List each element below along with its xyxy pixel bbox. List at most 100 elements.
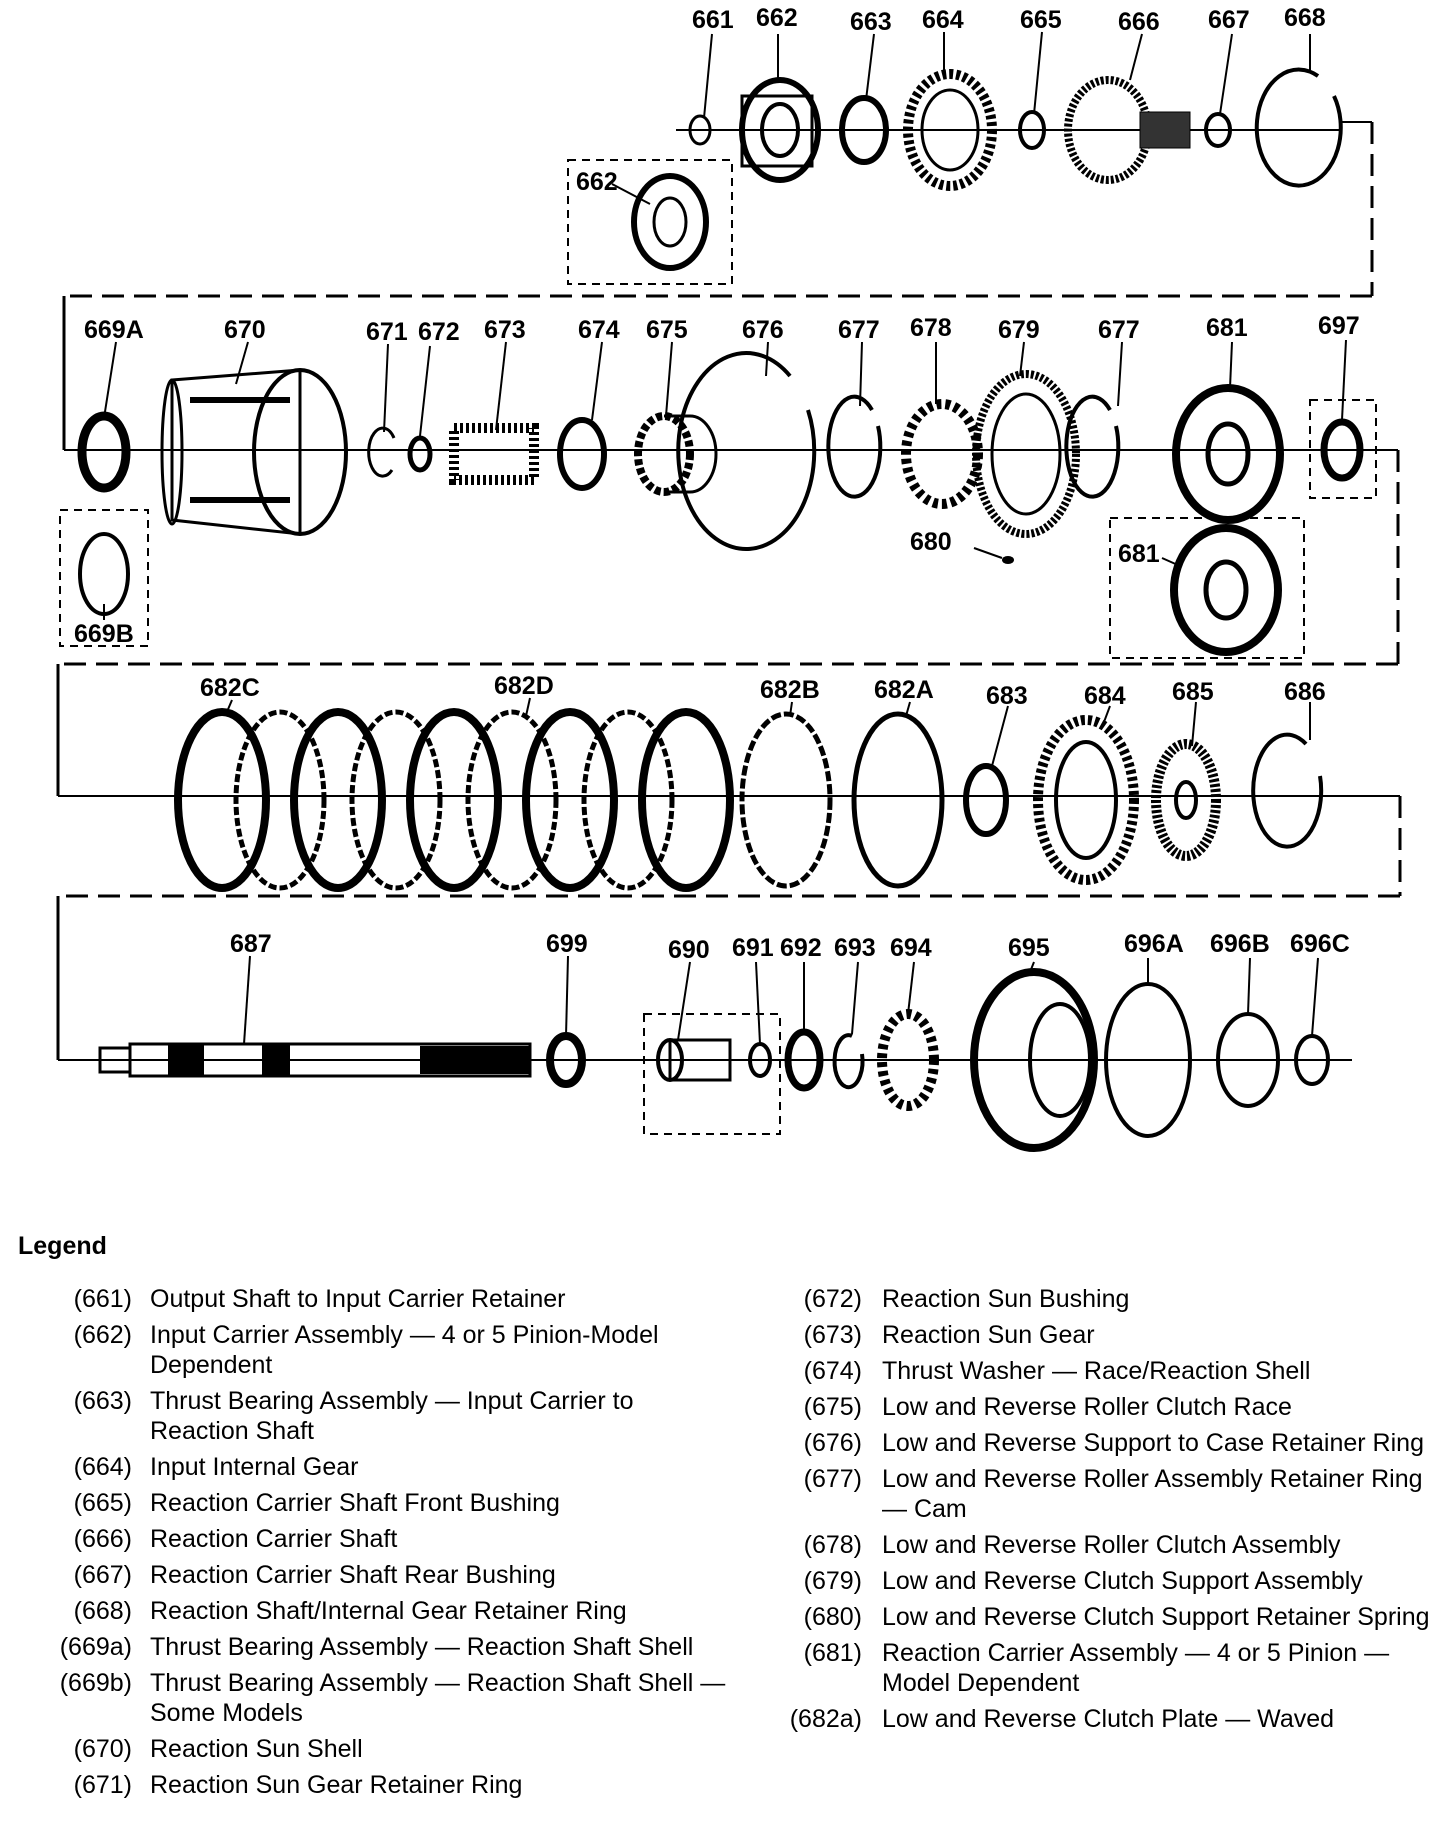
callout-699: 699 bbox=[546, 930, 588, 958]
part-682a-plate-waved bbox=[851, 711, 945, 889]
part-678-roller-clutch bbox=[901, 399, 983, 509]
part-667-bushing bbox=[1204, 112, 1232, 148]
legend-number: (674) bbox=[803, 1357, 862, 1385]
alt-669b-box bbox=[59, 509, 149, 647]
callout-667: 667 bbox=[1208, 6, 1250, 34]
legend-number: (678) bbox=[803, 1531, 862, 1559]
legend-number: (671) bbox=[73, 1771, 132, 1799]
legend-description: Low and Reverse Roller Assembly Retainer… bbox=[882, 1465, 1423, 1523]
legend-description: Reaction Carrier Shaft Rear Bushing bbox=[150, 1561, 556, 1589]
clutch-plate-stack bbox=[174, 708, 734, 892]
part-661-retainer bbox=[688, 114, 712, 146]
legend-description: Reaction Sun Bushing bbox=[882, 1285, 1130, 1313]
legend-description: Low and Reverse Clutch Support Assembly bbox=[882, 1567, 1363, 1595]
part-662-alt bbox=[631, 173, 709, 271]
callout-681-alt: 681 bbox=[1118, 540, 1160, 568]
callout-690: 690 bbox=[668, 936, 710, 964]
callout-696c: 696C bbox=[1290, 930, 1350, 958]
legend-left-column: (661)Output Shaft to Input Carrier Retai… bbox=[30, 1284, 730, 1806]
legend-item: (666)Reaction Carrier Shaft bbox=[30, 1524, 730, 1554]
legend-item: (678) Low and Reverse Roller Clutch Assem… bbox=[770, 1530, 1430, 1560]
part-670-reaction-sun-shell bbox=[160, 368, 348, 536]
legend-number: (661) bbox=[73, 1285, 132, 1313]
callout-672: 672 bbox=[418, 318, 460, 346]
part-684-gear bbox=[1033, 715, 1139, 885]
callout-687: 687 bbox=[230, 930, 272, 958]
alt-690-691-box bbox=[643, 1013, 781, 1135]
part-697-bearing bbox=[1320, 418, 1364, 482]
part-695-housing bbox=[970, 968, 1098, 1152]
callout-668: 668 bbox=[1284, 4, 1326, 32]
legend-number: (664) bbox=[73, 1453, 132, 1481]
legend-description: Thrust Bearing Assembly — Input Carrier … bbox=[150, 1387, 634, 1445]
legend-description: Reaction Sun Shell bbox=[150, 1735, 363, 1763]
callout-693: 693 bbox=[834, 934, 876, 962]
legend-item: (674) Thrust Washer — Race/Reaction Shell bbox=[770, 1356, 1430, 1386]
part-677b-retainer-ring bbox=[1064, 394, 1121, 499]
legend-number: (667) bbox=[73, 1561, 132, 1589]
legend-description: Thrust Washer — Race/Reaction Shell bbox=[882, 1357, 1311, 1385]
part-690-bushing bbox=[656, 1038, 732, 1082]
callout-666: 666 bbox=[1118, 8, 1160, 36]
legend-number: (666) bbox=[73, 1525, 132, 1553]
part-664-internal-gear bbox=[903, 69, 997, 191]
callout-677b: 677 bbox=[1098, 316, 1140, 344]
part-682b-plate bbox=[739, 711, 833, 889]
part-686-retainer-ring bbox=[1251, 732, 1324, 849]
callout-678: 678 bbox=[910, 314, 952, 342]
legend-number: (675) bbox=[803, 1393, 862, 1421]
legend-description: Reaction Sun Gear bbox=[882, 1321, 1095, 1349]
legend-number: (679) bbox=[803, 1567, 862, 1595]
legend-item: (669b)Thrust Bearing Assembly — Reaction… bbox=[30, 1668, 730, 1728]
legend-item: (679) Low and Reverse Clutch Support Asse… bbox=[770, 1566, 1430, 1596]
legend-description: Thrust Bearing Assembly — Reaction Shaft… bbox=[150, 1633, 694, 1661]
callout-677a: 677 bbox=[838, 316, 880, 344]
part-681-alt bbox=[1170, 524, 1282, 656]
callout-662: 662 bbox=[756, 4, 798, 32]
callout-680: 680 bbox=[910, 528, 952, 556]
legend-item: (672)Reaction Sun Bushing bbox=[770, 1284, 1430, 1314]
legend-number: (670) bbox=[73, 1735, 132, 1763]
callout-674: 674 bbox=[578, 316, 620, 344]
part-673-reaction-sun-gear bbox=[449, 423, 539, 485]
part-671-retainer-ring bbox=[367, 426, 396, 478]
legend-item: (671) Reaction Sun Gear Retainer Ring bbox=[30, 1770, 730, 1800]
legend-item: (676) Low and Reverse Support to Case Ret… bbox=[770, 1428, 1430, 1458]
callout-692: 692 bbox=[780, 934, 822, 962]
callout-682a: 682A bbox=[874, 676, 934, 704]
legend-description: Input Internal Gear bbox=[150, 1453, 359, 1481]
callout-691: 691 bbox=[732, 934, 774, 962]
legend-item: (663)Thrust Bearing Assembly — Input Car… bbox=[30, 1386, 730, 1446]
callout-676: 676 bbox=[742, 316, 784, 344]
legend-number: (676) bbox=[803, 1429, 862, 1457]
callout-695: 695 bbox=[1008, 934, 1050, 962]
callout-696a: 696A bbox=[1124, 930, 1184, 958]
legend-item: (664) Input Internal Gear bbox=[30, 1452, 730, 1482]
legend-item: (668)Reaction Shaft/Internal Gear Retain… bbox=[30, 1596, 730, 1626]
callout-682d: 682D bbox=[494, 672, 554, 700]
legend-description: Low and Reverse Roller Clutch Assembly bbox=[882, 1531, 1341, 1559]
callout-661: 661 bbox=[692, 6, 734, 34]
callout-675: 675 bbox=[646, 316, 688, 344]
legend-item: (667) Reaction Carrier Shaft Rear Bushing bbox=[30, 1560, 730, 1590]
legend-number: (673) bbox=[803, 1321, 862, 1349]
callout-696b: 696B bbox=[1210, 930, 1270, 958]
part-669b-thrust-bearing bbox=[78, 532, 130, 616]
legend-description: Reaction Carrier Shaft Front Bushing bbox=[150, 1489, 560, 1517]
part-662-input-carrier bbox=[739, 77, 821, 183]
legend-description: Reaction Carrier Assembly — 4 or 5 Pinio… bbox=[882, 1639, 1390, 1697]
legend-item: (662)Input Carrier Assembly — 4 or 5 Pin… bbox=[30, 1320, 730, 1380]
part-679-clutch-support bbox=[972, 370, 1080, 538]
legend-description: Low and Reverse Support to Case Retainer… bbox=[882, 1429, 1424, 1457]
legend-number: (662) bbox=[73, 1321, 132, 1349]
callout-673: 673 bbox=[484, 316, 526, 344]
legend-number: (682a) bbox=[789, 1705, 862, 1733]
part-677a-retainer-ring bbox=[826, 394, 883, 499]
part-693-ring bbox=[832, 1033, 865, 1090]
row-2-parts bbox=[58, 296, 1400, 666]
part-683-bearing bbox=[963, 763, 1009, 837]
legend-description: Reaction Sun Gear Retainer Ring bbox=[150, 1771, 523, 1799]
legend-number: (668) bbox=[73, 1597, 132, 1625]
callout-697: 697 bbox=[1318, 312, 1360, 340]
legend-item: (673) Reaction Sun Gear bbox=[770, 1320, 1430, 1350]
